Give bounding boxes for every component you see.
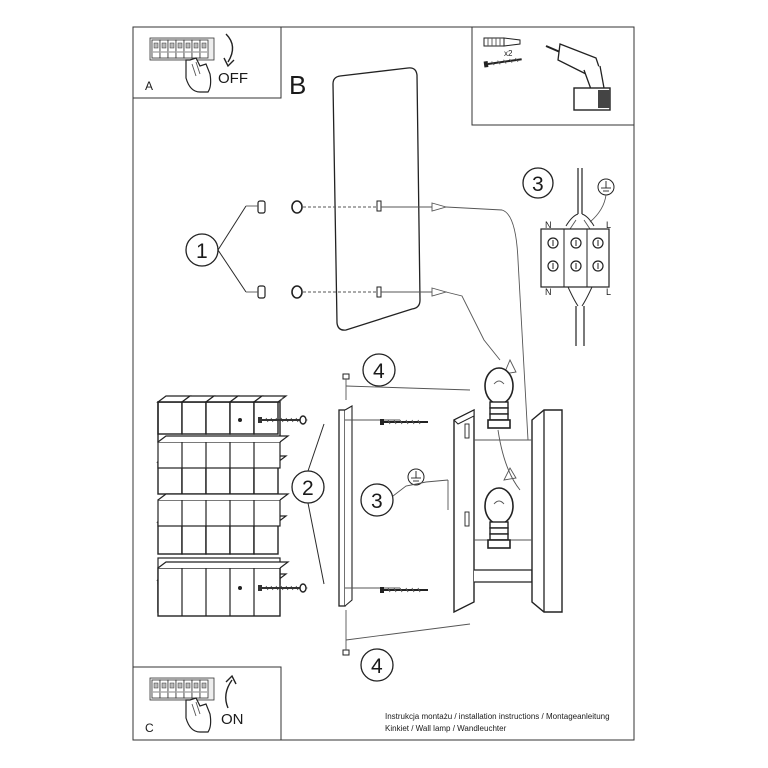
callout-4-top-number: 4 [373,360,385,383]
callout-4-top: 4 [362,353,396,387]
callout-1: 1 [185,205,247,293]
wire-n-top-label: N [545,220,552,230]
panel-c: C ON [132,666,282,741]
callout-3-wiring: 3 [522,167,554,199]
tools-panel: x2 [471,26,635,126]
on-label: ON [221,711,244,728]
callout-3-mid-number: 3 [371,490,383,513]
bulb-top-icon [484,367,514,429]
mounting-bracket [338,405,400,607]
wire-n-bottom-label: N [545,287,552,297]
ground-symbol-icon [407,468,425,486]
bracket-screw-bottom [380,587,428,593]
footer-line-2: Kinkiet / Wall lamp / Wandleuchter [385,724,507,733]
hand-icon [185,57,212,93]
callout-3-ground: 3 [360,468,449,517]
hand-icon [185,697,212,733]
off-label: OFF [218,70,248,87]
screw-icon [483,57,522,68]
ground-symbol-icon [589,178,615,223]
page-frame [132,26,635,741]
set-screw-bottom [342,610,471,656]
fuse-box-icon [149,37,215,61]
panel-a-letter: A [145,79,153,93]
wire-l-bottom-label: L [606,287,611,297]
brick-wall [157,395,290,617]
bulb-bottom-icon [484,487,514,549]
terminal-block: N L N L [540,168,615,346]
mounting-plate [332,67,421,331]
wall-plug-icon [483,37,521,47]
callout-1-number: 1 [196,240,208,263]
anchor-quantity-label: x2 [504,49,513,58]
callout-2: 2 [291,423,325,585]
footer-line-1: Instrukcja montażu / installation instru… [385,712,610,721]
guide-line [445,291,501,361]
bracket-screw-top [380,419,428,425]
drill-icon [545,43,611,111]
callout-2-number: 2 [302,477,314,500]
fuse-box-icon [149,677,215,701]
guide-line [445,206,529,441]
panel-c-letter: C [145,721,154,735]
callout-3-top-number: 3 [532,173,544,196]
switch-on-arrow-icon [225,679,233,709]
anchor-set-bottom [246,285,448,299]
panel-b-letter: B [289,70,306,100]
wire-l-top-label: L [606,220,611,230]
callout-4-bottom-number: 4 [371,655,383,678]
callout-4-bottom: 4 [360,648,394,682]
switch-off-arrow-icon [225,33,234,63]
anchor-set-top [246,200,448,214]
panel-a: A OFF [132,26,282,99]
guide-line [497,429,521,491]
set-screw-top [342,373,471,400]
wall-lamp-body [453,408,563,614]
